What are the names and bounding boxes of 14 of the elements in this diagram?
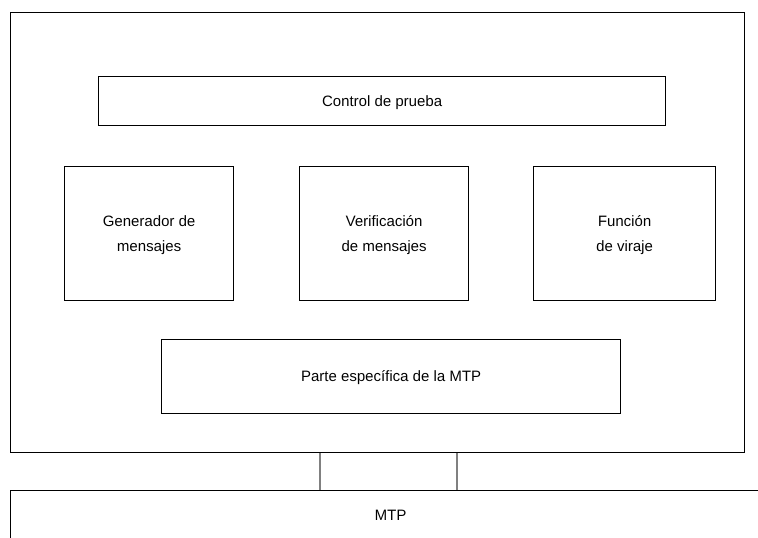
box-label: Generador de mensajes — [102, 212, 196, 256]
process-box — [161, 339, 621, 414]
box-label: Función de viraje — [595, 212, 654, 256]
box-label: Verificación de mensajes — [340, 212, 428, 256]
process-box — [10, 490, 758, 538]
box-label: Parte específica de la MTP — [300, 367, 482, 387]
process-box — [98, 76, 666, 126]
process-box — [533, 166, 716, 301]
box-label: MTP — [374, 506, 406, 526]
connector-line — [456, 452, 458, 490]
process-box — [64, 166, 234, 301]
box-label: Control de prueba — [322, 92, 442, 112]
process-box — [299, 166, 469, 301]
container-box — [10, 12, 745, 453]
